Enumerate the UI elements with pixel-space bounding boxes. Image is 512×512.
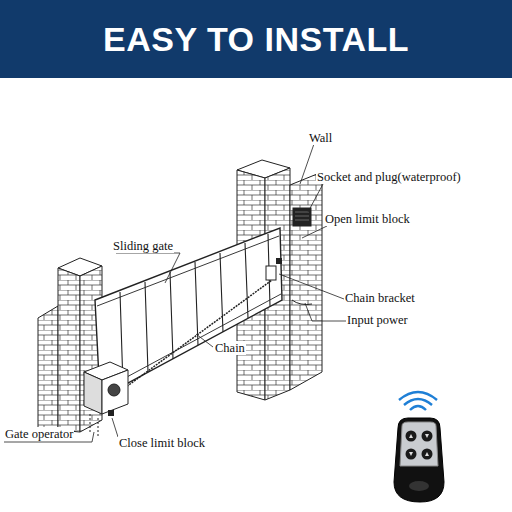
socket-grille [295,212,309,220]
close-limit-block [108,410,114,416]
part-label: Close limit block [118,436,206,450]
part-label: Gate operator [4,427,74,441]
title-banner: EASY TO INSTALL [0,0,512,78]
part-label: Sliding gate [112,239,174,253]
gate-operator [84,362,128,436]
part-label: Chain [214,341,246,355]
leader-lines [4,141,346,442]
chain [122,280,272,390]
pillar-left [58,268,80,432]
part-label: Wall [308,131,333,145]
part-label: Socket and plug(waterproof) [316,170,462,184]
page-title: EASY TO INSTALL [103,20,409,59]
remote-control [394,392,444,502]
power-cable [292,300,312,305]
brick-wall [38,306,58,440]
part-label: Chain bracket [344,291,416,305]
brick-wall [290,172,322,390]
chain-bracket [266,266,276,280]
part-label: Open limit block [324,212,411,226]
part-label: Input power [346,313,409,327]
open-limit-block [276,258,282,264]
